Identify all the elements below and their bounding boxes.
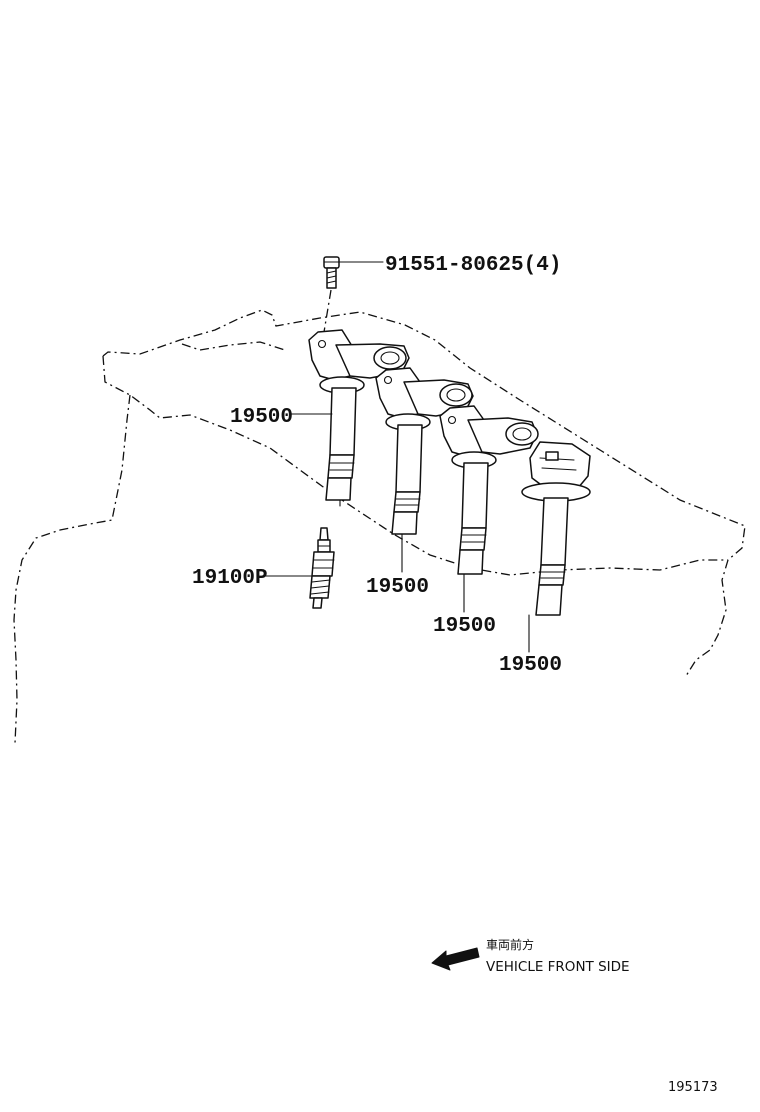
figure-id: 195173: [668, 1080, 718, 1095]
coil-2-part-number: 19500: [366, 576, 429, 599]
engine-head-outline: [13, 309, 746, 744]
ignition-coil-4: [521, 441, 591, 616]
coil-4-part-number: 19500: [499, 654, 562, 677]
bolt-part-number: 91551-80625(4): [385, 254, 561, 277]
legend-english-label: VEHICLE FRONT SIDE: [486, 959, 630, 975]
leader-lines: [265, 261, 530, 653]
ignition-coil-1: [308, 329, 410, 507]
ignition-coil-3: [439, 405, 539, 583]
vehicle-front-legend: 車両前方 VEHICLE FRONT SIDE: [431, 937, 630, 975]
front-direction-arrow-icon: [431, 947, 480, 971]
coil-3-part-number: 19500: [433, 615, 496, 638]
spark-plug-part-number: 19100P: [192, 567, 268, 590]
legend-japanese-label: 車両前方: [486, 937, 534, 952]
spark-plug: [309, 527, 335, 609]
coil-1-part-number: 19500: [230, 406, 293, 429]
